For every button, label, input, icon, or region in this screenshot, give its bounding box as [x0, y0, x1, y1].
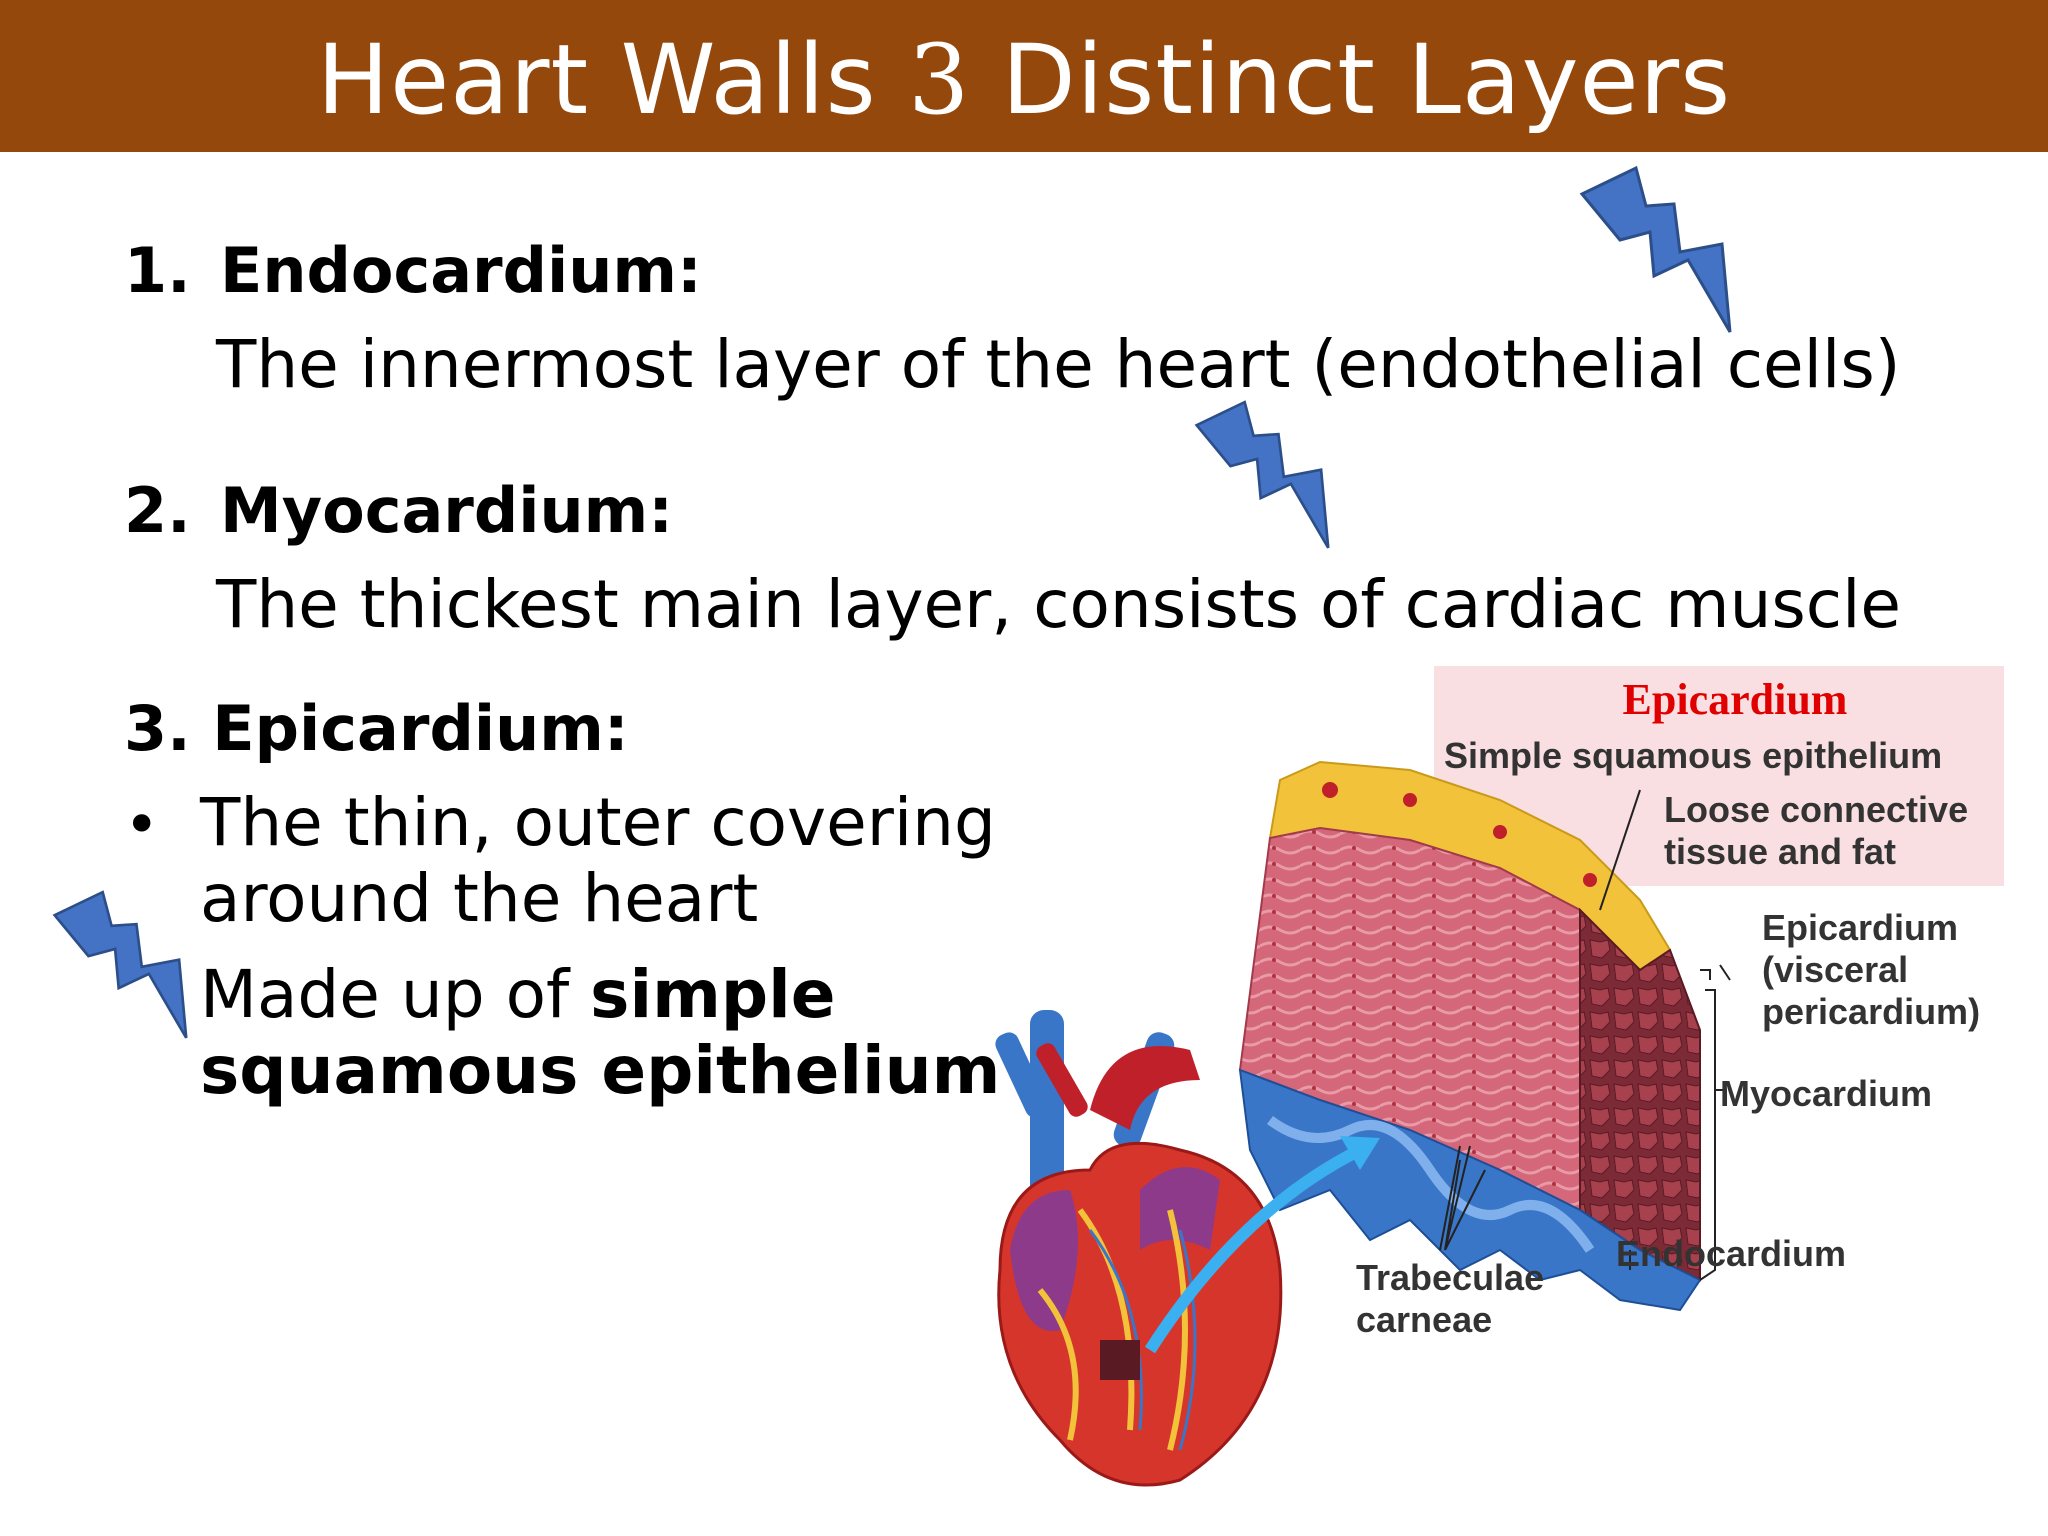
layer-1-heading: 1. Endocardium: — [124, 234, 702, 307]
label-endocardium: Endocardium — [1616, 1233, 1846, 1274]
slide-title: Heart Walls 3 Distinct Layers — [0, 0, 2048, 152]
heart-illustration — [995, 1010, 1283, 1487]
label-carneae: carneae — [1356, 1299, 1492, 1340]
box-label-epithelium: Simple squamous epithelium — [1444, 735, 1942, 776]
epicardium-point-2-line-1: Made up of simple — [200, 956, 835, 1033]
layer-3-heading: 3. Epicardium: — [124, 692, 629, 765]
label-myocardium: Myocardium — [1720, 1073, 1932, 1114]
epicardium-point-2-text: Made up of — [200, 956, 591, 1033]
title-text-end: Distinct Layers — [970, 24, 1732, 136]
layer-2-number: 2. — [124, 474, 191, 547]
title-number: 3 — [908, 24, 971, 136]
title-bar — [0, 0, 2048, 152]
epicardium-point-2-line-2: squamous epithelium — [200, 1032, 1001, 1109]
epicardium-point-1-line-1: The thin, outer covering — [200, 784, 996, 861]
layer-2-description: The thickest main layer, consists of car… — [216, 566, 1902, 643]
layer-1-name: Endocardium: — [220, 234, 702, 307]
label-visceral: (visceral — [1762, 949, 1908, 990]
box-label-connective-2: tissue and fat — [1664, 831, 1896, 872]
layer-3-name: Epicardium: — [212, 692, 629, 765]
label-epicardium: Epicardium — [1762, 907, 1958, 948]
lightning-bolt-icon — [1579, 165, 1732, 333]
heart-wall-diagram: Epicardium Simple squamous epithelium Lo… — [995, 666, 2004, 1487]
layer-1-number: 1. — [124, 234, 191, 307]
bullet-point: • — [124, 790, 160, 860]
epicardium-point-1-line-2: around the heart — [200, 860, 759, 937]
layer-3-number: 3. — [124, 692, 191, 765]
layer-2-name: Myocardium: — [220, 474, 674, 547]
box-label-connective-1: Loose connective — [1664, 789, 1968, 830]
layer-2-heading: 2. Myocardium: — [124, 474, 673, 547]
lightning-bolt-icon — [52, 890, 188, 1039]
label-pericardium: pericardium) — [1762, 991, 1980, 1032]
title-text-start: Heart Walls — [316, 24, 909, 136]
box-title: Epicardium — [1623, 675, 1848, 724]
layer-1-description: The innermost layer of the heart (endoth… — [216, 326, 1901, 403]
label-trabeculae: Trabeculae — [1356, 1257, 1544, 1298]
epicardium-point-2-bold-1: simple — [590, 956, 836, 1033]
pointer-arrow — [1144, 1144, 1363, 1354]
lightning-bolt-icon — [1194, 400, 1330, 549]
